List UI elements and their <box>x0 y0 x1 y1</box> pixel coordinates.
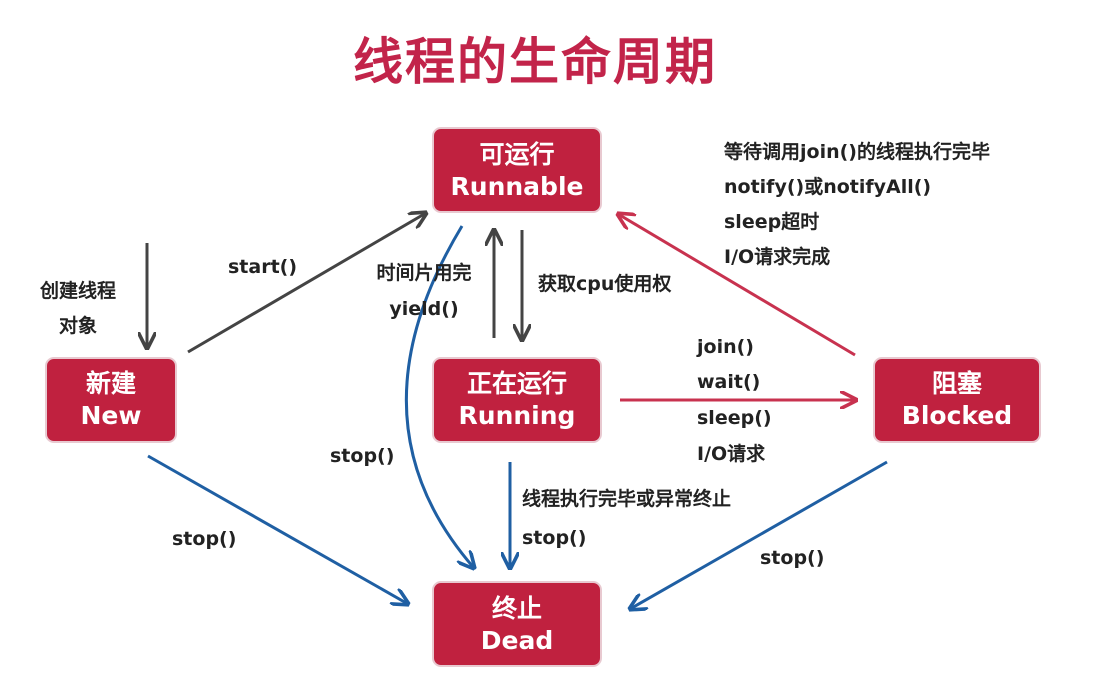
node-dead: 终止 Dead <box>432 581 602 667</box>
node-dead-en: Dead <box>481 626 553 655</box>
node-blocked: 阻塞 Blocked <box>873 357 1041 443</box>
label-unblock-1: 等待调用join()的线程执行完毕 <box>723 140 990 163</box>
page-title: 线程的生命周期 <box>353 33 717 91</box>
node-running: 正在运行 Running <box>432 357 602 443</box>
label-block-4: I/O请求 <box>697 442 766 465</box>
node-blocked-en: Blocked <box>902 401 1012 430</box>
node-new: 新建 New <box>45 357 177 443</box>
label-create-1: 创建线程 <box>39 279 116 302</box>
node-new-cn: 新建 <box>86 369 136 398</box>
node-runnable-cn: 可运行 <box>479 140 554 169</box>
node-running-cn: 正在运行 <box>467 369 567 398</box>
label-unblock-4: I/O请求完成 <box>724 245 830 268</box>
arrow-new-to-dead <box>147 454 408 604</box>
arrow-runnable-to-dead <box>405 225 474 568</box>
label-start: start() <box>228 256 297 278</box>
label-stop-blocked: stop() <box>760 547 824 569</box>
label-block-3: sleep() <box>697 407 772 429</box>
label-yield: yield() <box>389 298 458 320</box>
node-runnable-en: Runnable <box>451 172 584 201</box>
node-runnable: 可运行 Runnable <box>432 127 602 213</box>
label-stop-new: stop() <box>172 528 236 550</box>
node-new-en: New <box>81 401 142 430</box>
label-unblock-3: sleep超时 <box>724 210 819 233</box>
arrow-blocked-to-runnable <box>618 214 856 357</box>
label-finish: 线程执行完毕或异常终止 <box>522 487 731 510</box>
label-get-cpu: 获取cpu使用权 <box>538 272 671 295</box>
arrow-start <box>187 213 426 354</box>
label-block-1: join() <box>696 336 754 358</box>
label-unblock-2: notify()或notifyAll() <box>724 175 931 198</box>
node-running-en: Running <box>459 401 576 430</box>
node-dead-cn: 终止 <box>492 594 542 623</box>
label-stop-running: stop() <box>522 527 586 549</box>
node-blocked-cn: 阻塞 <box>932 369 982 398</box>
label-stop-runnable: stop() <box>330 445 394 467</box>
label-block-2: wait() <box>697 371 760 393</box>
arrow-blocked-to-dead <box>630 460 888 609</box>
label-timeslice: 时间片用完 <box>376 261 471 284</box>
label-create-2: 对象 <box>59 314 97 337</box>
